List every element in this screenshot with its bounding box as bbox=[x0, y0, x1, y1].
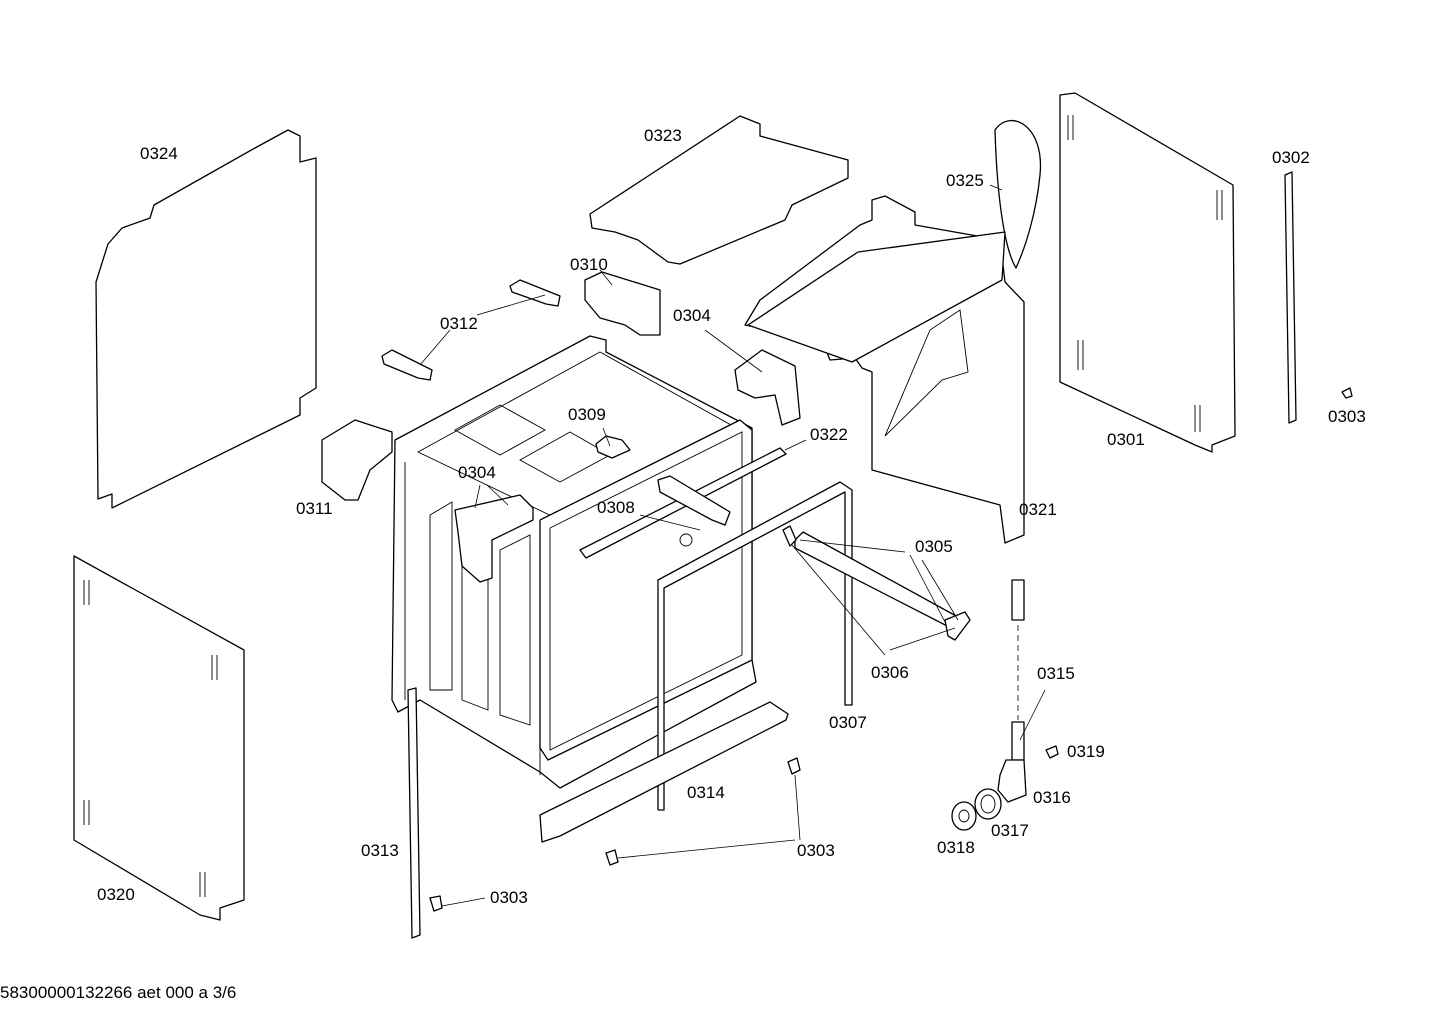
part-0312-bracket-upper[interactable] bbox=[509, 279, 561, 307]
part-0303-screw-bottom[interactable] bbox=[429, 895, 443, 912]
part-0301-side-panel[interactable] bbox=[1059, 92, 1236, 453]
label-0322: 0322 bbox=[810, 425, 848, 444]
part-0312-bracket-lower[interactable] bbox=[381, 349, 433, 381]
label-0325: 0325 bbox=[946, 171, 984, 190]
part-0325-insulation[interactable] bbox=[994, 119, 1042, 269]
leader-lines bbox=[419, 184, 1046, 907]
label-0304-left: 0304 bbox=[458, 463, 496, 482]
part-0304-bracket-top[interactable] bbox=[734, 349, 801, 426]
label-0304-top: 0304 bbox=[673, 306, 711, 325]
label-0303-bottom: 0303 bbox=[490, 888, 528, 907]
part-0314-plinth[interactable] bbox=[539, 701, 789, 843]
label-0305: 0305 bbox=[915, 537, 953, 556]
label-0313: 0313 bbox=[361, 841, 399, 860]
part-0316-elbow[interactable] bbox=[997, 759, 1027, 803]
part-0305-rod[interactable] bbox=[794, 531, 971, 641]
label-0306: 0306 bbox=[871, 663, 909, 682]
label-0321: 0321 bbox=[1019, 500, 1057, 519]
part-0318-seal[interactable] bbox=[951, 801, 977, 831]
part-0321-rear-insulation[interactable] bbox=[744, 195, 1025, 544]
part-0308-rail[interactable] bbox=[657, 475, 731, 547]
label-0308: 0308 bbox=[597, 498, 635, 517]
part-labels: 0324 0323 0325 0302 0310 0312 0304 0303 … bbox=[97, 126, 1366, 907]
part-0324-side-panel[interactable] bbox=[95, 129, 317, 509]
label-0315: 0315 bbox=[1037, 664, 1075, 683]
label-0302: 0302 bbox=[1272, 148, 1310, 167]
label-0310: 0310 bbox=[570, 255, 608, 274]
part-0317-nut[interactable] bbox=[974, 788, 1002, 820]
part-0307-gasket[interactable] bbox=[657, 481, 853, 811]
label-0323: 0323 bbox=[644, 126, 682, 145]
label-0312: 0312 bbox=[440, 314, 478, 333]
part-0303-screw-center-a[interactable] bbox=[787, 757, 801, 775]
part-0302-trim-strip[interactable] bbox=[1284, 171, 1297, 424]
footer-doc-id: 58300000132266 aet 000 a 3/6 bbox=[0, 983, 236, 1002]
label-0320: 0320 bbox=[97, 885, 135, 904]
part-0306-clip[interactable] bbox=[782, 525, 797, 547]
part-0304-bracket-left[interactable] bbox=[454, 494, 534, 583]
label-0316: 0316 bbox=[1033, 788, 1071, 807]
label-0307: 0307 bbox=[829, 713, 867, 732]
part-0320-side-panel[interactable] bbox=[73, 555, 245, 921]
label-0309: 0309 bbox=[568, 405, 606, 424]
label-0301: 0301 bbox=[1107, 430, 1145, 449]
label-0317: 0317 bbox=[991, 821, 1029, 840]
label-0324: 0324 bbox=[140, 144, 178, 163]
label-0318: 0318 bbox=[937, 838, 975, 857]
label-0314: 0314 bbox=[687, 783, 725, 802]
part-0310-latch[interactable] bbox=[584, 271, 661, 336]
label-0303-right: 0303 bbox=[1328, 407, 1366, 426]
part-0311-hinge[interactable] bbox=[321, 419, 393, 501]
part-0313-strip[interactable] bbox=[407, 687, 421, 939]
label-0311: 0311 bbox=[296, 499, 333, 518]
part-0315-hose[interactable] bbox=[1011, 579, 1025, 761]
part-0319-screw[interactable] bbox=[1045, 745, 1059, 759]
label-0319: 0319 bbox=[1067, 742, 1105, 761]
part-0323-top-plate[interactable] bbox=[589, 115, 849, 265]
part-0303-screw-right[interactable] bbox=[1341, 387, 1353, 399]
part-0303-screw-center-b[interactable] bbox=[605, 849, 619, 866]
label-0303-center: 0303 bbox=[797, 841, 835, 860]
